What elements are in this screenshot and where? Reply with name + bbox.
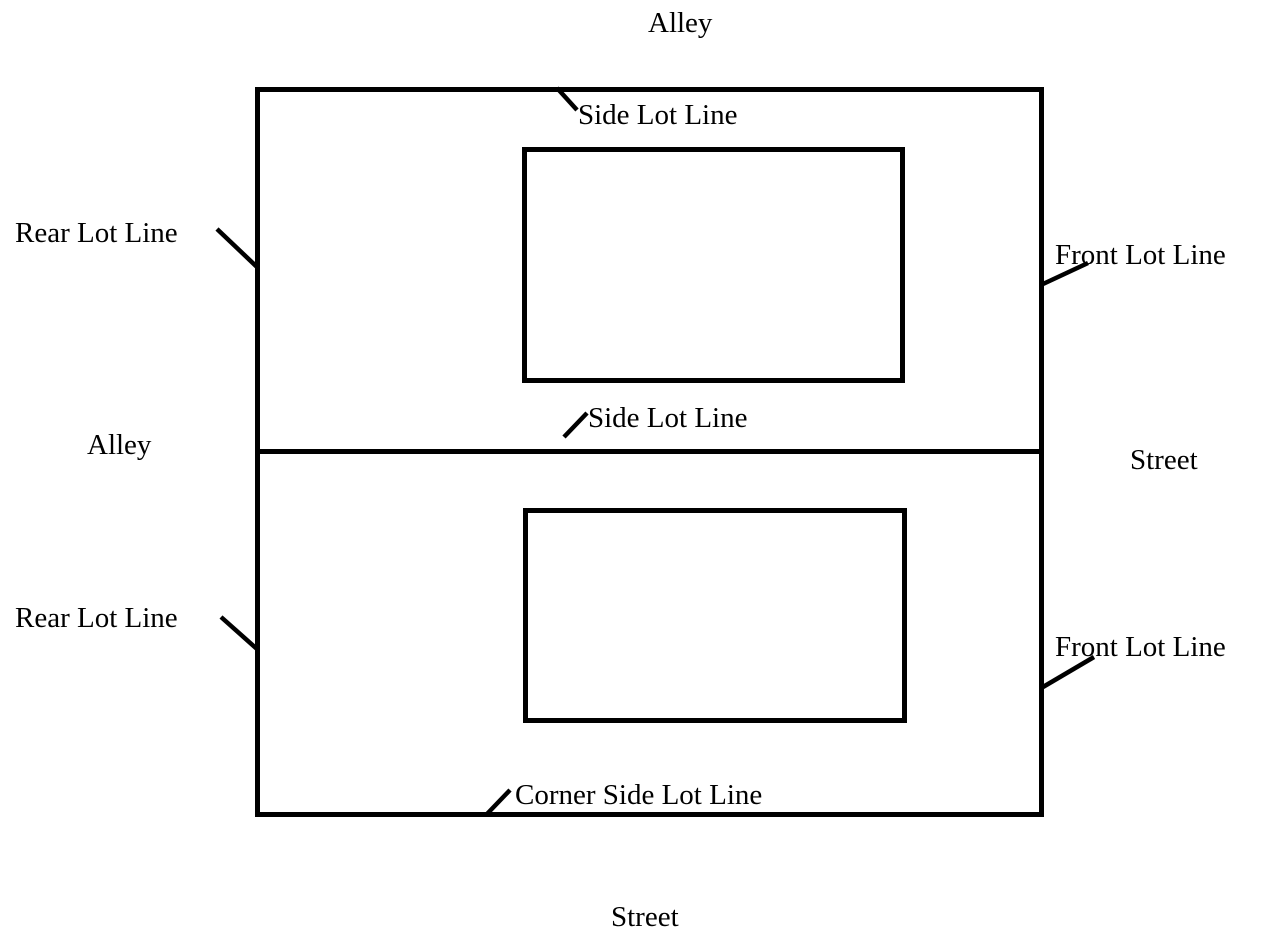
label-alley-top: Alley	[648, 7, 713, 39]
label-front-lot-line-bottom: Front Lot Line	[1055, 631, 1226, 663]
building-footprint-bottom-rect	[523, 508, 907, 723]
label-corner-side-lot-line: Corner Side Lot Line	[515, 779, 763, 811]
leader-side-lot-line-top	[555, 86, 579, 112]
label-alley-left: Alley	[87, 429, 152, 461]
label-rear-lot-line-bottom: Rear Lot Line	[15, 602, 178, 634]
label-street-bottom: Street	[611, 901, 679, 933]
leader-front-lot-line-bottom	[1041, 655, 1096, 689]
leader-rear-lot-line-top	[215, 227, 259, 269]
label-side-lot-line-top: Side Lot Line	[578, 99, 738, 131]
label-rear-lot-line-top: Rear Lot Line	[15, 217, 178, 249]
leader-rear-lot-line-bottom	[219, 615, 259, 651]
label-side-lot-line-middle: Side Lot Line	[588, 402, 748, 434]
label-front-lot-line-top: Front Lot Line	[1055, 239, 1226, 271]
leader-front-lot-line-top	[1042, 260, 1089, 287]
leader-corner-side-lot-line	[484, 788, 512, 817]
building-footprint-top-rect	[522, 147, 905, 383]
leader-side-lot-line-middle	[562, 411, 589, 439]
label-street-right: Street	[1130, 444, 1198, 476]
